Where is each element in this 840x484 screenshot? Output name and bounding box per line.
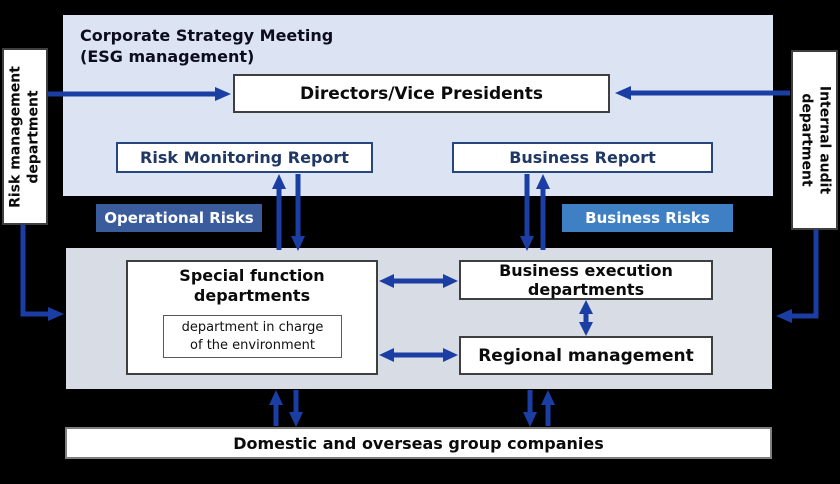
regional-management-box: Regional management [459,336,713,375]
arrow-down-left-to-group-companies [289,390,303,427]
risk-monitoring-report-box: Risk Monitoring Report [116,142,373,173]
business-execution-box: Business execution departments [459,260,713,300]
risk-management-dept-label: Risk management department [7,65,42,208]
internal-audit-dept-box: Internal audit department [791,50,838,230]
arrow-down-right-to-group-companies [523,390,537,427]
risk-management-dept-box: Risk management department [2,48,48,225]
special-function-label: Special function departments [179,266,325,305]
arrow-up-right-from-group-companies [541,390,555,426]
business-risks-badge: Business Risks [562,204,733,232]
environment-dept-box: department in charge of the environment [163,315,342,358]
group-companies-bar: Domestic and overseas group companies [65,427,772,459]
directors-box: Directors/Vice Presidents [233,74,610,113]
operational-risks-badge: Operational Risks [96,204,262,232]
arrow-up-left-from-group-companies [269,390,283,426]
arrow-risk-mgmt-to-execution-panel [20,224,64,321]
arrow-internal-audit-to-execution-panel [776,229,819,323]
panel-title: Corporate Strategy Meeting (ESG manageme… [80,26,334,66]
internal-audit-dept-label: Internal audit department [798,85,833,195]
business-report-box: Business Report [452,142,713,173]
